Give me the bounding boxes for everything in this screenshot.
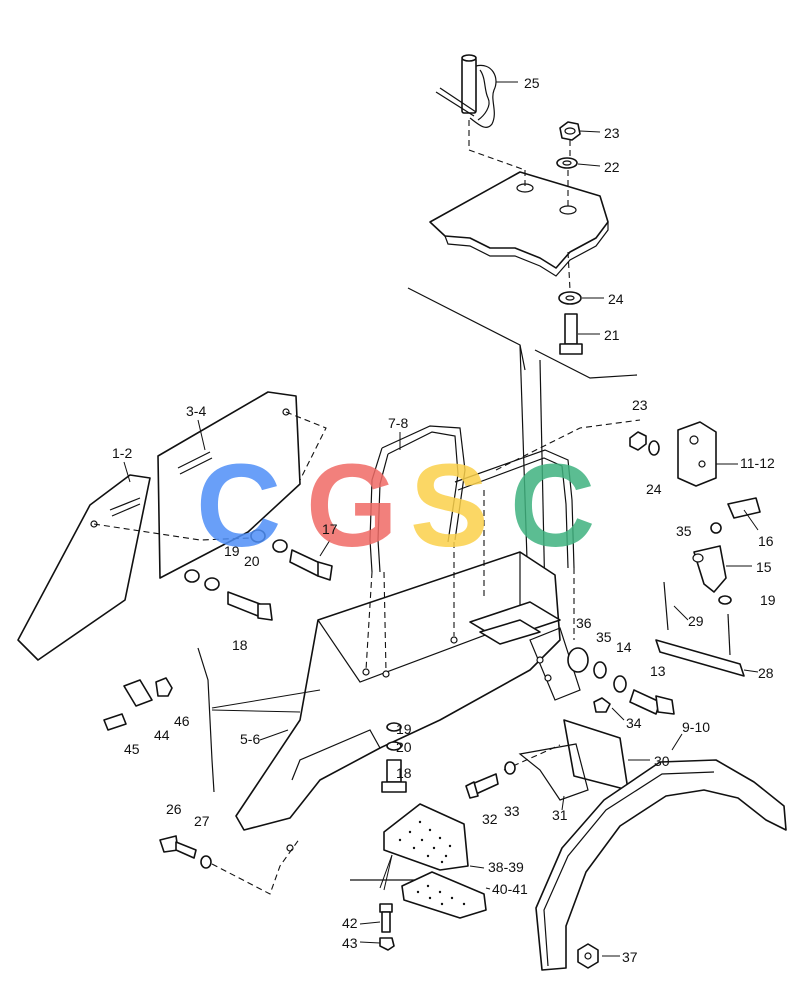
- callout-15: 15: [756, 559, 772, 575]
- callout-20-left: 20: [244, 553, 260, 569]
- bar-28: [655, 581, 745, 677]
- callout-17: 17: [322, 521, 338, 537]
- callout-44: 44: [154, 727, 170, 743]
- callout-3-4: 3-4: [186, 403, 206, 419]
- watermark-letter-2: G: [306, 440, 398, 572]
- bolt-42: [379, 903, 395, 951]
- bracket-guides: [495, 419, 641, 471]
- callout-34: 34: [626, 715, 642, 731]
- callout-23-right: 23: [632, 397, 648, 413]
- callout-20-center: 20: [396, 739, 412, 755]
- center-bolt-stack: [381, 722, 407, 793]
- seat-fasteners: [556, 121, 583, 355]
- callout-25: 25: [524, 75, 540, 91]
- callout-1-2: 1-2: [112, 445, 132, 461]
- watermark-letter-4: C: [510, 440, 595, 572]
- callout-30: 30: [654, 753, 670, 769]
- callout-19-center: 19: [396, 721, 412, 737]
- callout-19-right: 19: [760, 592, 776, 608]
- callout-9-10: 9-10: [682, 719, 710, 735]
- callout-21: 21: [604, 327, 620, 343]
- leader-lines: [123, 81, 759, 957]
- callout-5-6: 5-6: [240, 731, 260, 747]
- left-fasteners: [184, 529, 333, 621]
- callout-16: 16: [758, 533, 774, 549]
- callout-32: 32: [482, 811, 498, 827]
- bolt-26: [159, 835, 301, 895]
- callout-45: 45: [124, 741, 140, 757]
- callout-13: 13: [650, 663, 666, 679]
- callout-26: 26: [166, 801, 182, 817]
- callout-11-12: 11-12: [740, 455, 775, 471]
- panel-guides: [93, 411, 327, 541]
- callout-19-left: 19: [224, 543, 240, 559]
- callout-27: 27: [194, 813, 210, 829]
- step-dots: [398, 820, 466, 906]
- callout-42: 42: [342, 915, 358, 931]
- fender-arch: [535, 759, 787, 971]
- callout-24-top: 24: [608, 291, 624, 307]
- callout-35-upper: 35: [676, 523, 692, 539]
- callout-14: 14: [616, 639, 632, 655]
- callout-46: 46: [174, 713, 190, 729]
- callout-38-39: 38-39: [488, 859, 524, 875]
- callout-33: 33: [504, 803, 520, 819]
- watermark: C G S C: [196, 440, 595, 572]
- nut-37: [577, 943, 599, 969]
- callout-29: 29: [688, 613, 704, 629]
- seat-plate: [429, 171, 609, 277]
- step-plate: [379, 803, 487, 919]
- chain-pin: [435, 54, 526, 188]
- callout-24-right: 24: [646, 481, 662, 497]
- callout-35-lower: 35: [596, 629, 612, 645]
- bracket-fasteners: [629, 431, 660, 456]
- callout-labels: 1-2 3-4 5-6 7-8 9-10 11-12 13 14 15 16 1…: [112, 75, 776, 965]
- watermark-letter-3: S: [410, 440, 489, 572]
- side-panel-left: [17, 474, 151, 661]
- fender-body: [235, 551, 581, 852]
- frame-lines: [197, 287, 638, 881]
- mudguard-plate: [157, 391, 301, 579]
- plate-30: [503, 719, 629, 801]
- watermark-letter-1: C: [196, 440, 281, 572]
- callout-40-41: 40-41: [492, 881, 528, 897]
- callout-28: 28: [758, 665, 774, 681]
- callout-18-center: 18: [396, 765, 412, 781]
- bracket: [677, 421, 717, 487]
- center-fasteners: [567, 647, 675, 715]
- callout-23-top: 23: [604, 125, 620, 141]
- callout-31: 31: [552, 807, 568, 823]
- callout-18-left: 18: [232, 637, 248, 653]
- callout-37: 37: [622, 949, 638, 965]
- callout-7-8: 7-8: [388, 415, 408, 431]
- callout-43: 43: [342, 935, 358, 951]
- callout-22: 22: [604, 159, 620, 175]
- elbow-15: [692, 545, 727, 593]
- callout-36: 36: [576, 615, 592, 631]
- bolt-32: [465, 761, 516, 799]
- bolt-16: [710, 497, 761, 534]
- washer-19-right: [718, 595, 732, 605]
- left-small-fasteners: [103, 677, 173, 731]
